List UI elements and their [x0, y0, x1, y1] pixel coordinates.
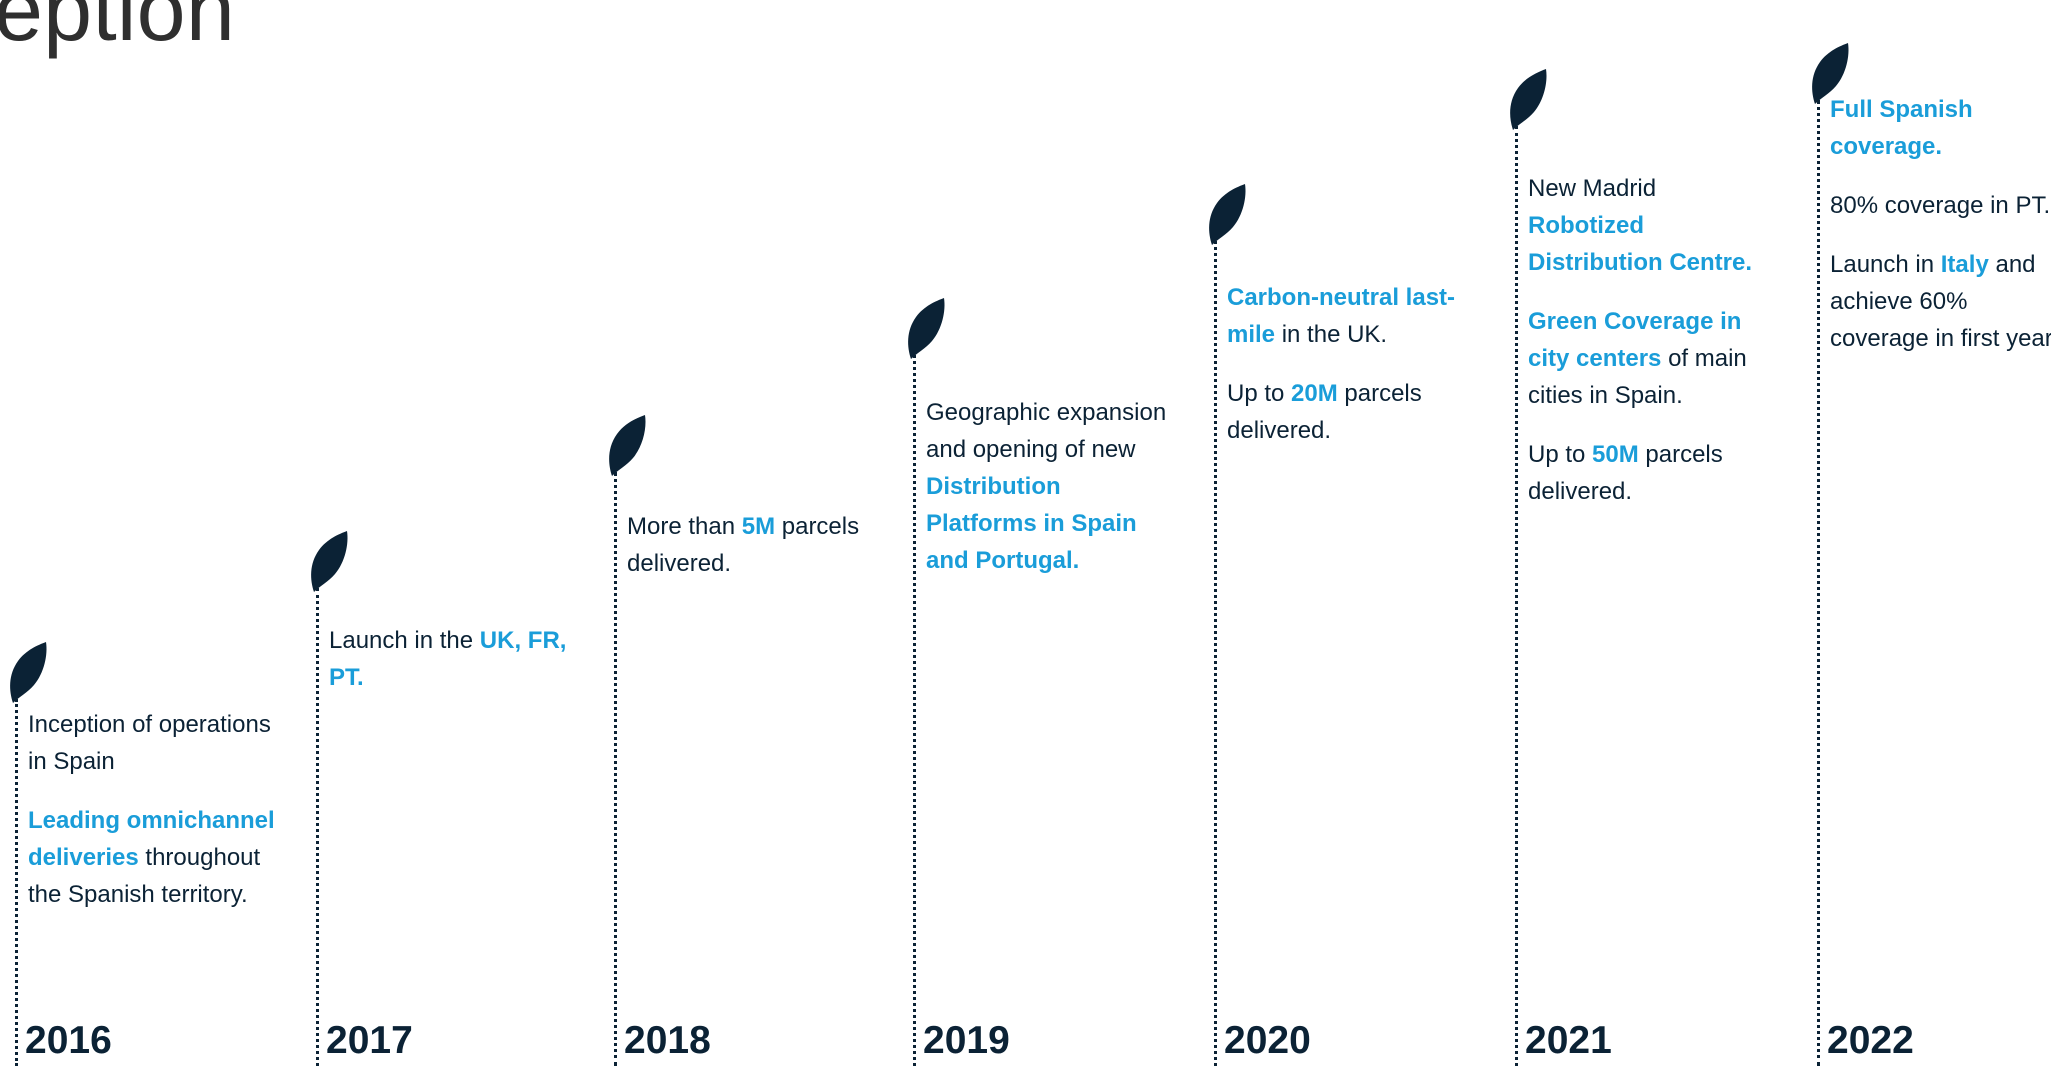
highlight-text: Carbon-neutral last-mile: [1227, 284, 1456, 348]
leaf-icon: [309, 530, 357, 594]
milestone-paragraph: 80% coverage in PT.: [1830, 187, 2051, 224]
milestone-paragraph: Launch in Italy and achieve 60% coverage…: [1830, 246, 2051, 357]
milestone-paragraph: New Madrid Robotized Distribution Centre…: [1528, 170, 1778, 281]
timeline-column-2017: Launch in the UK, FR, PT. 2017: [309, 0, 609, 1066]
body-text: parcels delivered.: [1227, 380, 1422, 444]
highlight-text: Green Coverage in city centers: [1528, 308, 1742, 372]
body-text: Up to: [1528, 441, 1593, 468]
leaf-icon: [1207, 183, 1255, 247]
milestone-paragraph: Carbon-neutral last-mile in the UK.: [1227, 279, 1477, 353]
milestone-paragraph: Up to 50M parcels delivered.: [1528, 436, 1778, 510]
milestone-paragraph: Leading omnichannel deliveries throughou…: [28, 802, 278, 913]
milestone-description: More than 5M parcels delivered.: [627, 508, 877, 604]
body-text: 80% coverage in PT.: [1830, 192, 2051, 219]
milestone-paragraph: Geographic expansion and opening of new …: [926, 394, 1176, 579]
year-label: 2018: [624, 1019, 711, 1062]
milestone-description: New Madrid Robotized Distribution Centre…: [1528, 170, 1778, 532]
body-text: Launch in the: [329, 627, 480, 654]
body-text: Up to: [1227, 380, 1292, 407]
leaf-icon: [607, 414, 655, 478]
timeline-column-2020: Carbon-neutral last-mile in the UK. Up to…: [1207, 0, 1507, 1066]
timeline-stem: [316, 588, 319, 1066]
highlight-text: 5M: [741, 513, 776, 540]
timeline-column-2021: New Madrid Robotized Distribution Centre…: [1508, 0, 1808, 1066]
timeline-stem: [614, 472, 617, 1066]
timeline-column-2018: More than 5M parcels delivered. 2018: [607, 0, 907, 1066]
milestone-paragraph: Launch in the UK, FR, PT.: [329, 622, 579, 696]
year-label: 2016: [25, 1019, 112, 1062]
timeline-column-2022: Full Spanish coverage. 80% coverage in PT…: [1810, 0, 2051, 1066]
highlight-text: 50M: [1592, 441, 1639, 468]
body-text: New Madrid: [1528, 175, 1657, 202]
timeline-column-2019: Geographic expansion and opening of new …: [906, 0, 1206, 1066]
leaf-icon: [906, 297, 954, 361]
year-label: 2021: [1525, 1019, 1612, 1062]
milestone-paragraph: Inception of operations in Spain: [28, 706, 278, 780]
leaf-icon: [8, 641, 56, 705]
year-label: 2022: [1827, 1019, 1914, 1062]
page-title: eption: [0, 0, 235, 59]
timeline-stem: [15, 699, 18, 1066]
year-label: 2020: [1224, 1019, 1311, 1062]
milestone-paragraph: Up to 20M parcels delivered.: [1227, 375, 1477, 449]
milestone-paragraph: More than 5M parcels delivered.: [627, 508, 877, 582]
body-text: in the UK.: [1275, 321, 1388, 348]
timeline-stem: [1515, 126, 1518, 1066]
leaf-icon: [1810, 42, 1858, 106]
body-text: Launch in: [1830, 251, 1941, 278]
milestone-description: Geographic expansion and opening of new …: [926, 394, 1176, 601]
body-text: parcels delivered.: [627, 513, 860, 577]
highlight-text: UK, FR, PT.: [329, 627, 567, 691]
highlight-text: Leading omnichannel deliveries: [28, 807, 275, 871]
milestone-description: Launch in the UK, FR, PT.: [329, 622, 579, 718]
highlight-text: Italy: [1940, 251, 1989, 278]
highlight-text: Distribution Platforms in Spain and Port…: [926, 473, 1137, 574]
highlight-text: 20M: [1291, 380, 1338, 407]
highlight-text: Full Spanish coverage.: [1830, 96, 1973, 160]
year-label: 2019: [923, 1019, 1010, 1062]
timeline-stem: [913, 355, 916, 1066]
highlight-text: Robotized Distribution Centre.: [1528, 212, 1753, 276]
body-text: throughout the Spanish territory.: [28, 844, 261, 908]
timeline-stem: [1817, 100, 1820, 1066]
milestone-paragraph: Full Spanish coverage.: [1830, 91, 2051, 165]
body-text: More than: [627, 513, 742, 540]
milestone-paragraph: Green Coverage in city centers of main c…: [1528, 303, 1778, 414]
milestone-description: Full Spanish coverage. 80% coverage in PT…: [1830, 91, 2051, 379]
body-text: of main cities in Spain.: [1528, 345, 1747, 409]
milestone-description: Carbon-neutral last-mile in the UK. Up to…: [1227, 279, 1477, 471]
body-text: Inception of operations in Spain: [28, 711, 271, 775]
body-text: Geographic expansion and opening of new: [926, 399, 1167, 463]
body-text: parcels delivered.: [1528, 441, 1723, 505]
leaf-icon: [1508, 68, 1556, 132]
timeline-stem: [1214, 241, 1217, 1066]
year-label: 2017: [326, 1019, 413, 1062]
body-text: and achieve 60% coverage in first year: [1830, 251, 2051, 352]
